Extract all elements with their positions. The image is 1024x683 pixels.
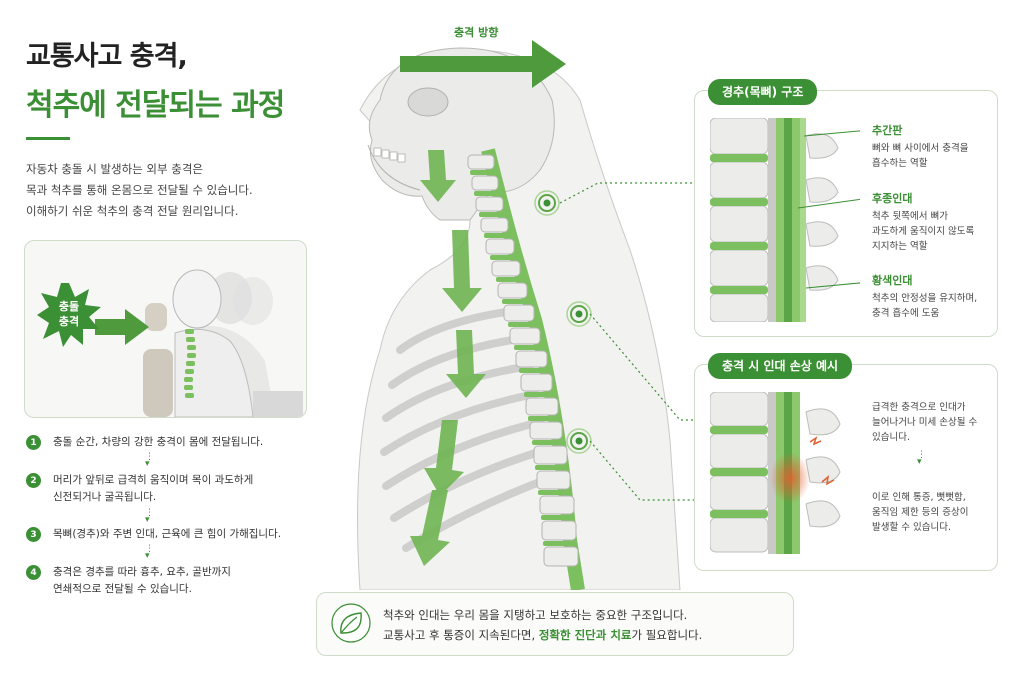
target-ring-icon xyxy=(566,428,592,454)
step-text: 충격은 경추를 따라 흉추, 요추, 골반까지 연쇄적으로 전달될 수 있습니다… xyxy=(53,564,231,598)
damage-text-2: 이로 인해 통증, 뻣뻣함, 움직임 제한 등의 증상이 발생할 수 있습니다. xyxy=(872,490,968,535)
step-text: 머리가 앞뒤로 급격히 움직이며 목이 과도하게 신전되거나 굴곡됩니다. xyxy=(53,472,253,506)
footer-line-1: 척추와 인대는 우리 몸을 지탱하고 보호하는 중요한 구조입니다. xyxy=(383,608,688,622)
step-connector-arrow: ⋮▾ xyxy=(145,452,154,469)
desc-line: 척추 뒷쪽에서 뼈가 xyxy=(872,211,948,222)
step-line: 연쇄적으로 전달될 수 있습니다. xyxy=(53,583,192,595)
structure-item-posterior-ligament: 후종인대 척추 뒷쪽에서 뼈가 과도하게 움직이지 않도록 지지하는 역할 xyxy=(872,190,974,254)
damage-text-1: 급격한 충격으로 인대가 늘어나거나 미세 손상될 수 있습니다. xyxy=(872,400,977,445)
structure-item-yellow-ligament: 황색인대 척추의 안정성을 유지하며, 충격 흡수에 도움 xyxy=(872,272,977,321)
page-title-line2: 척추에 전달되는 과정 xyxy=(26,88,285,123)
step-line: 머리가 앞뒤로 급격히 움직이며 목이 과도하게 xyxy=(53,474,254,486)
impact-direction-arrow xyxy=(400,40,566,88)
structure-item-title: 후종인대 xyxy=(872,192,913,205)
impact-label-line: 충돌 xyxy=(58,300,80,313)
intro-line: 이해하기 쉬운 척추의 충격 전달 원리입니다. xyxy=(26,204,239,218)
structure-item-title: 황색인대 xyxy=(872,274,913,287)
desc-line: 움직임 제한 등의 증상이 xyxy=(872,507,969,518)
step-line: 목뼈(경추)와 주변 인대, 근육에 큰 힘이 가해집니다. xyxy=(53,528,282,540)
desc-line: 지지하는 역할 xyxy=(872,241,928,252)
title-underline xyxy=(26,137,70,140)
damage-connector-arrow: ⋮▾ xyxy=(917,450,926,467)
step-line: 신전되거나 굴곡됩니다. xyxy=(53,491,157,503)
impact-label-line: 충격 xyxy=(58,315,80,328)
ligament-damage-illustration xyxy=(710,392,841,554)
step-number: 2 xyxy=(26,473,41,488)
intro-text: 자동차 충돌 시 발생하는 외부 충격은 목과 척추를 통해 온몸으로 전달될 … xyxy=(26,159,326,222)
footer-text: 척추와 인대는 우리 몸을 지탱하고 보호하는 중요한 구조입니다. 교통사고 … xyxy=(383,605,702,645)
intro-line: 자동차 충돌 시 발생하는 외부 충격은 xyxy=(26,162,203,176)
anatomy-illustration xyxy=(357,40,681,590)
step-connector-arrow: ⋮▾ xyxy=(145,508,154,525)
structure-item-desc: 척추 뒷쪽에서 뼈가 과도하게 움직이지 않도록 지지하는 역할 xyxy=(872,209,974,254)
step-item: 4 충격은 경추를 따라 흉추, 요추, 골반까지 연쇄적으로 전달될 수 있습… xyxy=(26,564,231,598)
step-number: 3 xyxy=(26,527,41,542)
step-number: 1 xyxy=(26,435,41,450)
leaf-icon xyxy=(331,603,371,643)
desc-line: 발생할 수 있습니다. xyxy=(872,522,951,533)
step-number: 4 xyxy=(26,565,41,580)
footer-line-2: 교통사고 후 통증이 지속된다면, 정확한 진단과 치료가 필요합니다. xyxy=(383,625,702,645)
target-ring-icon xyxy=(534,190,560,216)
desc-line: 과도하게 움직이지 않도록 xyxy=(872,226,975,237)
footer-note: 척추와 인대는 우리 몸을 지탱하고 보호하는 중요한 구조입니다. 교통사고 … xyxy=(316,592,794,656)
desc-line: 뼈와 뼈 사이에서 충격을 xyxy=(872,143,969,154)
structure-item-desc: 척추의 안정성을 유지하며, 충격 흡수에 도움 xyxy=(872,291,977,321)
desc-line: 이로 인해 통증, 뻣뻣함, xyxy=(872,492,966,503)
structure-item-desc: 뼈와 뼈 사이에서 충격을 흡수하는 역할 xyxy=(872,141,968,171)
step-item: 3 목뼈(경추)와 주변 인대, 근육에 큰 힘이 가해집니다. xyxy=(26,526,281,543)
damage-card-title: 충격 시 인대 손상 예시 xyxy=(708,353,853,379)
step-line: 충돌 순간, 차량의 강한 충격이 몸에 전달됩니다. xyxy=(53,436,264,448)
structure-card-title: 경추(목뼈) 구조 xyxy=(708,79,818,105)
desc-line: 척추의 안정성을 유지하며, xyxy=(872,293,978,304)
starburst-icon xyxy=(37,283,101,347)
structure-item-title: 추간판 xyxy=(872,124,903,137)
desc-line: 급격한 충격으로 인대가 xyxy=(872,402,966,413)
structure-item-disc: 추간판 뼈와 뼈 사이에서 충격을 흡수하는 역할 xyxy=(872,122,968,171)
cervical-closeup-illustration xyxy=(710,118,860,322)
footer-line-2-post: 가 필요합니다. xyxy=(631,628,703,642)
impact-label: 충돌 충격 xyxy=(37,299,101,329)
step-connector-arrow: ⋮▾ xyxy=(145,544,154,561)
desc-line: 충격 흡수에 도움 xyxy=(872,308,940,319)
intro-line: 목과 척추를 통해 온몸으로 전달될 수 있습니다. xyxy=(26,183,253,197)
desc-line: 있습니다. xyxy=(872,432,910,443)
step-text: 충돌 순간, 차량의 강한 충격이 몸에 전달됩니다. xyxy=(53,434,263,451)
car-seat-occupant-illustration xyxy=(95,269,303,417)
step-item: 2 머리가 앞뒤로 급격히 움직이며 목이 과도하게 신전되거나 굴곡됩니다. xyxy=(26,472,253,506)
page-title-line1: 교통사고 충격, xyxy=(26,41,188,72)
target-ring-icon xyxy=(566,301,592,327)
step-text: 목뼈(경추)와 주변 인대, 근육에 큰 힘이 가해집니다. xyxy=(53,526,281,543)
step-item: 1 충돌 순간, 차량의 강한 충격이 몸에 전달됩니다. xyxy=(26,434,263,451)
desc-line: 늘어나거나 미세 손상될 수 xyxy=(872,417,978,428)
desc-line: 흡수하는 역할 xyxy=(872,158,928,169)
footer-highlight: 정확한 진단과 치료 xyxy=(538,628,632,642)
impact-direction-label: 충격 방향 xyxy=(454,26,499,39)
step-line: 충격은 경추를 따라 흉추, 요추, 골반까지 xyxy=(53,566,231,578)
footer-line-2-pre: 교통사고 후 통증이 지속된다면, xyxy=(383,628,539,642)
impact-illustration: 충돌 충격 xyxy=(24,240,307,418)
